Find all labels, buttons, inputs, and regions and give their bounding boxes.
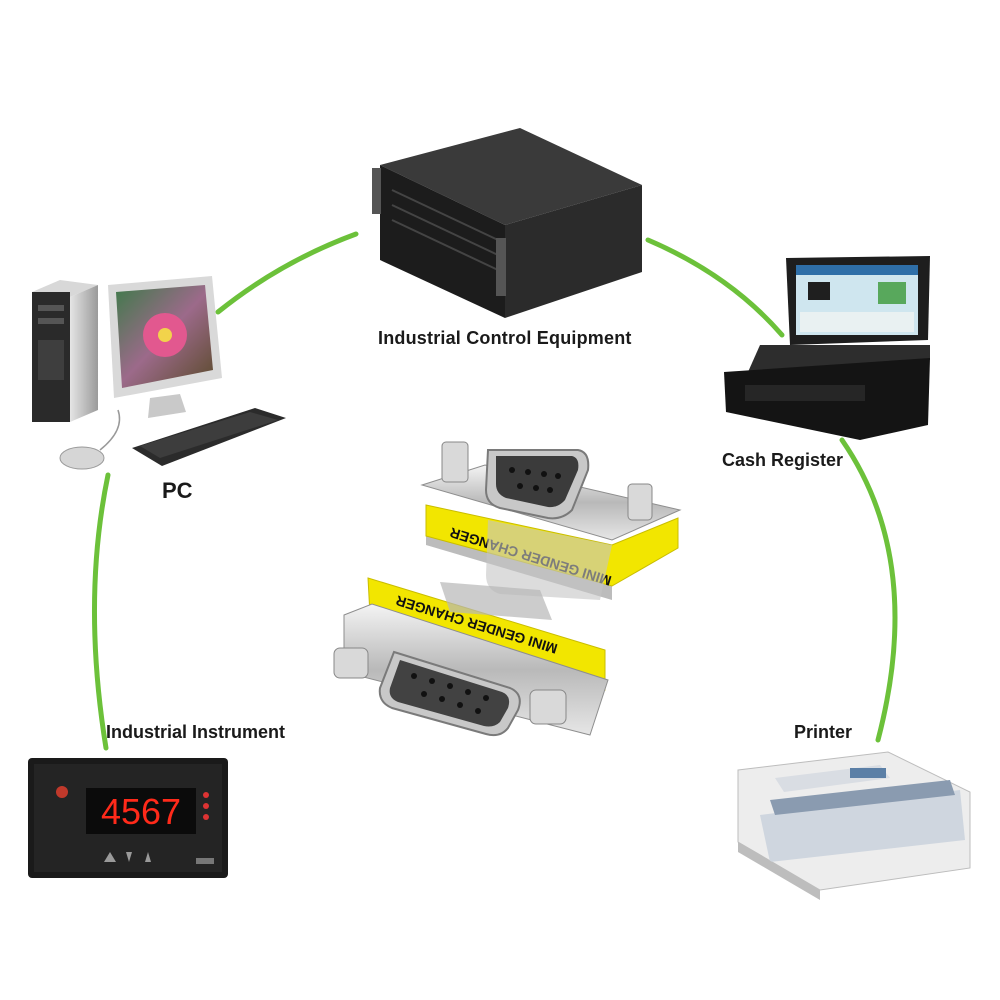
printer-label: Printer (794, 722, 853, 742)
adapter-bottom: MINI GENDER CHANGER (333, 577, 609, 737)
connector-line-ice-cash (645, 237, 785, 338)
pc-image (32, 276, 286, 470)
industrial-instrument-image: 4567 (28, 758, 228, 878)
cash-register-image (724, 256, 930, 440)
connector-lines (91, 231, 898, 751)
connector-line-pc-instrument (91, 472, 111, 751)
industrial-control-equipment-label: Industrial Control Equipment (378, 328, 632, 348)
printer-image (737, 751, 971, 900)
industrial-instrument-label: Industrial Instrument (106, 722, 286, 742)
cash-register-label: Cash Register (722, 450, 844, 470)
pc-label: PC (162, 478, 193, 503)
gender-changer-adapter-image: MINI GENDER CHANGER MINI GENDER CHANGER (333, 441, 682, 737)
industrial-control-equipment-image (372, 128, 642, 318)
connector-line-cash-printer (839, 437, 898, 743)
instrument-display-value: 4567 (101, 791, 181, 832)
connector-line-pc-ice (215, 231, 359, 315)
adapter-top: MINI GENDER CHANGER (420, 441, 682, 600)
